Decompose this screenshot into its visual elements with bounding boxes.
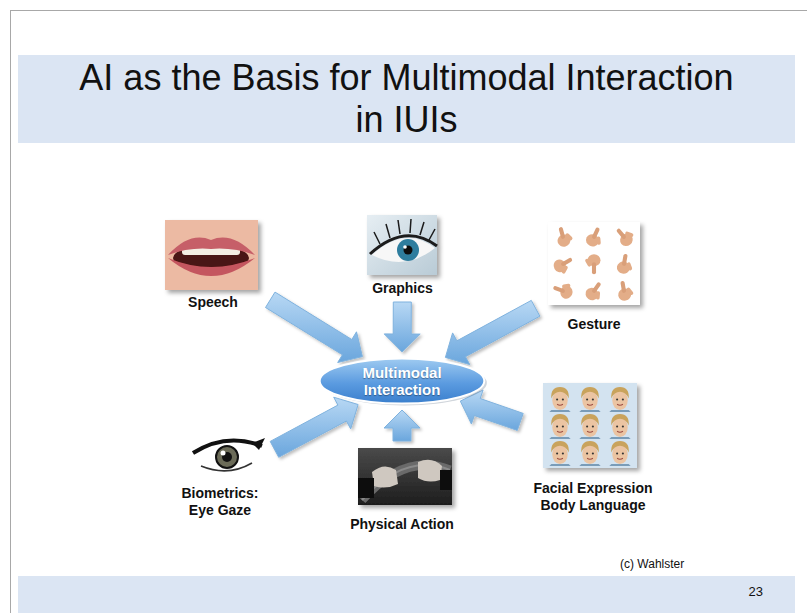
modality-label: Graphics: [355, 280, 450, 297]
block-arrow: [384, 302, 420, 352]
modality-label: Speech: [160, 294, 266, 311]
page-number-text: 23: [749, 584, 763, 600]
modality-item: Speech: [160, 218, 266, 311]
page-number: 23: [749, 584, 763, 600]
copyright-note: (c) Wahlster: [620, 557, 684, 572]
hub-ellipse: Multimodal Interaction: [318, 357, 486, 405]
faces-picture: [543, 383, 637, 468]
modality-label: Facial Expression Body Language: [525, 480, 661, 514]
modality-label: Gesture: [540, 316, 648, 333]
lips-picture: [165, 220, 258, 290]
eye-gaze-picture: [193, 438, 265, 471]
block-arrow: [445, 300, 540, 364]
modality-item: Biometrics: Eye Gaze: [170, 438, 270, 519]
slide-title: AI as the Basis for Multimodal Interacti…: [69, 57, 744, 141]
hub-text-box: Multimodal Interaction: [343, 364, 461, 398]
hub-label: Multimodal Interaction: [343, 364, 461, 398]
block-arrow: [384, 410, 420, 441]
gesture-picture: [548, 222, 640, 305]
modality-item: Graphics: [355, 213, 450, 297]
modality-label: Physical Action: [340, 516, 464, 533]
block-arrow: [266, 292, 363, 362]
copyright-note-text: (c) Wahlster: [620, 557, 684, 572]
steering-wheel-picture: [358, 448, 452, 505]
eye-picture: [367, 215, 437, 275]
footer-band: [18, 576, 795, 613]
title-area: AI as the Basis for Multimodal Interacti…: [18, 57, 795, 141]
modality-item: Facial Expression Body Language: [525, 380, 661, 514]
modality-item: Physical Action: [340, 446, 464, 533]
block-arrow: [270, 397, 358, 457]
modality-item: Gesture: [540, 220, 648, 333]
modality-label: Biometrics: Eye Gaze: [170, 485, 270, 519]
